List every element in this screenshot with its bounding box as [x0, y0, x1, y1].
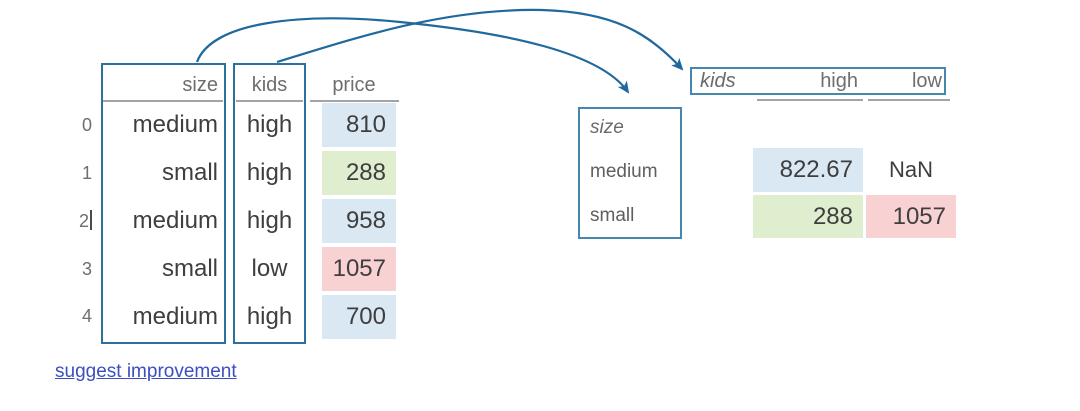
column-header-size: size [182, 74, 218, 96]
header-underline [868, 99, 950, 101]
cell-size: small [161, 159, 218, 186]
cell-kids: high [246, 303, 293, 330]
row-index: 4 [81, 306, 92, 326]
cell-kids: high [246, 207, 293, 234]
header-underline [236, 100, 303, 102]
column-header-price: price [332, 74, 376, 96]
cell-price: 1057 [322, 247, 396, 291]
column-header-kids: kids [251, 74, 288, 96]
pivot-columns-box [690, 67, 946, 95]
cell-kids: high [246, 159, 293, 186]
pivot-cell-medium-high: 822.67 [753, 148, 863, 192]
cell-price: 700 [322, 295, 396, 339]
row-index: 2 [52, 209, 92, 233]
pivot-column-header-high: high [820, 70, 858, 92]
cell-size: medium [132, 303, 218, 330]
header-underline [310, 100, 399, 102]
pivot-cell-medium-low: NaN [888, 157, 933, 182]
pivot-row-label-small: small [590, 205, 635, 226]
suggest-improvement-link[interactable]: suggest improvement [55, 361, 237, 382]
cell-price: 810 [322, 103, 396, 147]
pivot-cell-small-low: 1057 [866, 195, 956, 238]
row-index: 0 [81, 115, 92, 135]
pivot-index-box [578, 107, 682, 239]
cell-size: medium [132, 207, 218, 234]
cell-kids: high [246, 111, 293, 138]
row-index: 1 [81, 163, 92, 183]
pivot-index-field-label: size [590, 117, 624, 138]
pivot-column-header-low: low [911, 70, 942, 92]
header-underline [103, 100, 223, 102]
pivot-row-label-medium: medium [590, 161, 658, 182]
pivot-cell-small-high: 288 [753, 195, 863, 238]
pivot-columns-field-label: kids [700, 70, 736, 92]
cell-kids: low [251, 255, 288, 282]
text-cursor [90, 210, 92, 230]
arrow-kids-to-pivot-columns [276, 8, 684, 71]
cell-size: small [161, 255, 218, 282]
cell-size: medium [132, 111, 218, 138]
cell-price: 958 [322, 199, 396, 243]
cell-price: 288 [322, 151, 396, 195]
kids-column-box [233, 63, 306, 344]
size-column-box [101, 63, 226, 344]
header-underline [757, 99, 863, 101]
row-index: 3 [81, 259, 92, 279]
